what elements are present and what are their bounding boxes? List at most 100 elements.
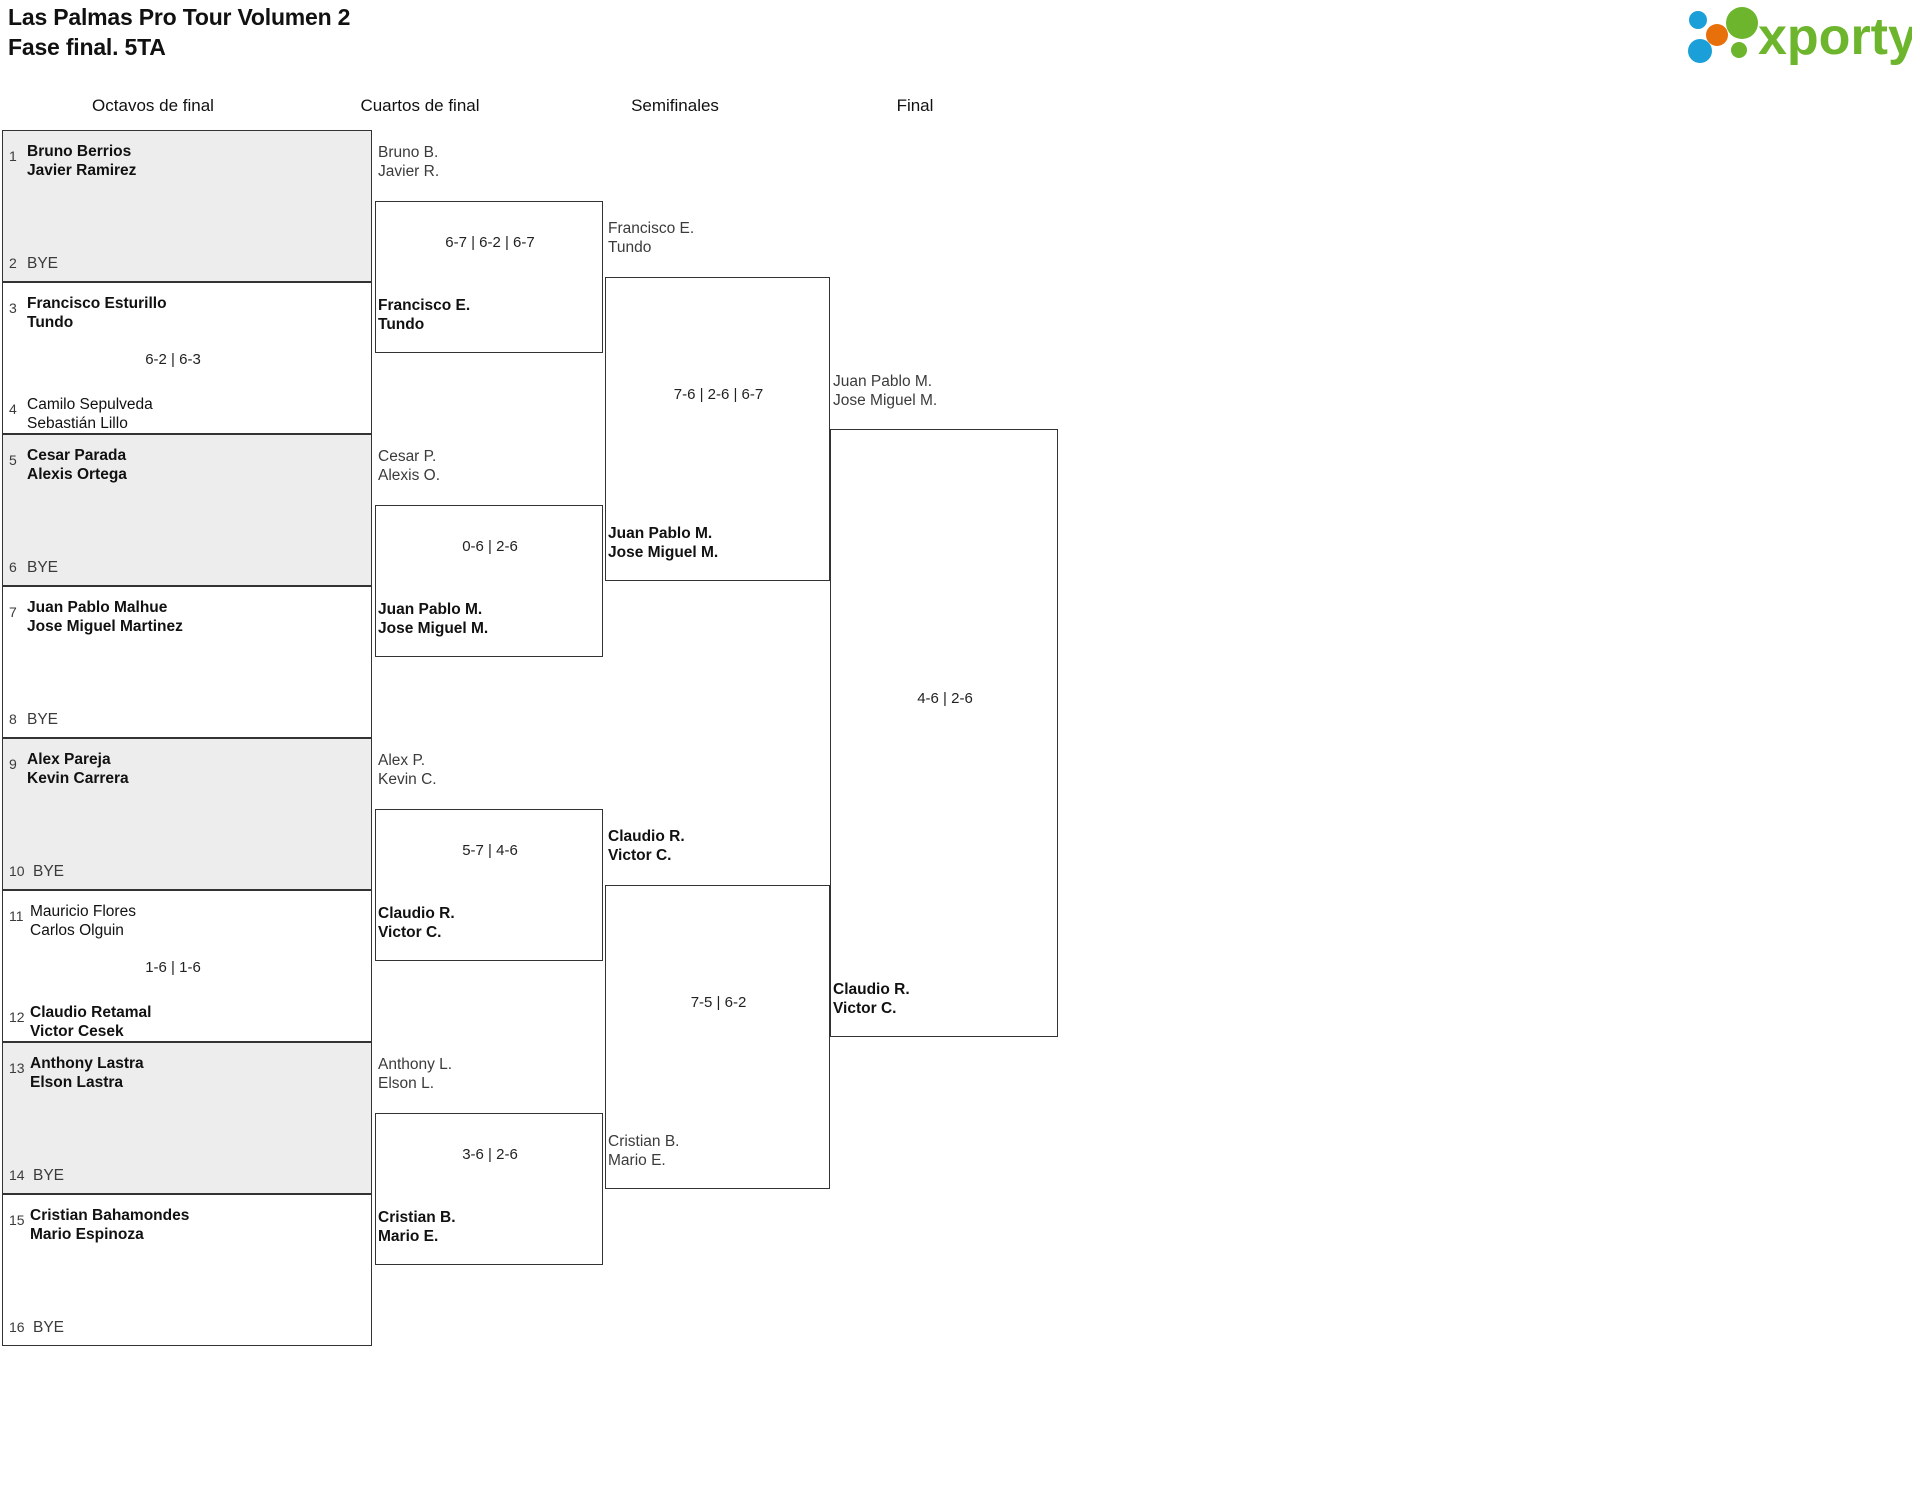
team-line-1: BYE — [33, 1167, 65, 1184]
r1-match-8[interactable]: 15 Cristian Bahamondes Mario Espinoza 16… — [2, 1194, 372, 1346]
team-line-1: Claudio R. — [378, 905, 455, 922]
seed-team: BYE — [27, 710, 58, 729]
seed-team: Cristian Bahamondes Mario Espinoza — [30, 1206, 189, 1244]
team-line-1: Claudio R. — [833, 981, 910, 998]
r2-team-top-1: Bruno B. Javier R. — [378, 143, 439, 181]
seed-team: Cesar Parada Alexis Ortega — [27, 446, 127, 484]
team-line-1: Anthony L. — [378, 1056, 453, 1073]
seed-team: BYE — [33, 862, 64, 881]
team-line-1: Cristian B. — [378, 1209, 456, 1226]
team-line-1: BYE — [27, 255, 59, 272]
r3-match-1[interactable]: 7-6 | 2-6 | 6-7 — [605, 277, 830, 581]
r1-match-1[interactable]: 1 Bruno Berrios Javier Ramirez 2 BYE — [2, 130, 372, 282]
team-line-1: Alex Pareja — [27, 751, 111, 768]
team-line-1: Bruno Berrios — [27, 143, 132, 160]
r4-match-final[interactable]: 4-6 | 2-6 — [830, 429, 1058, 1037]
r1-match-score: 6-2 | 6-3 — [145, 351, 201, 368]
team-line-2: Elson Lastra — [30, 1074, 124, 1091]
team-line-1: Francisco E. — [378, 297, 471, 314]
r2-team-top-2: Cesar P. Alexis O. — [378, 447, 440, 485]
r2-match-score: 6-7 | 6-2 | 6-7 — [445, 234, 535, 251]
team-line-1: Mauricio Flores — [30, 903, 136, 920]
r2-match-1[interactable]: 6-7 | 6-2 | 6-7 — [375, 201, 603, 353]
seed-number: 11 — [9, 908, 24, 924]
r2-match-4[interactable]: 3-6 | 2-6 — [375, 1113, 603, 1265]
team-line-1: BYE — [33, 863, 65, 880]
team-line-2: Victor C. — [378, 924, 442, 941]
logo-dot-orange — [1706, 24, 1728, 46]
team-line-1: Claudio R. — [608, 828, 685, 845]
r2-team-bottom-1: Francisco E. Tundo — [378, 296, 470, 334]
team-line-2: Mario Espinoza — [30, 1226, 144, 1243]
r3-match-score: 7-5 | 6-2 — [690, 994, 747, 1011]
xporty-logo-svg: xporty — [1688, 7, 1917, 66]
r1-match-3[interactable]: 5 Cesar Parada Alexis Ortega 6 BYE — [2, 434, 372, 586]
team-line-1: Bruno B. — [378, 144, 439, 161]
r1-match-4[interactable]: 7 Juan Pablo Malhue Jose Miguel Martinez… — [2, 586, 372, 738]
r4-team-bottom-champion: Claudio R. Victor C. — [833, 980, 910, 1018]
r1-match-2[interactable]: 3 Francisco Esturillo Tundo 6-2 | 6-3 4 … — [2, 282, 372, 434]
logo-wordmark: xporty — [1758, 8, 1912, 66]
r2-team-top-4: Anthony L. Elson L. — [378, 1055, 452, 1093]
team-line-2: Alexis Ortega — [27, 466, 127, 483]
tournament-name: Las Palmas Pro Tour Volumen 2 — [8, 4, 351, 30]
r1-match-7[interactable]: 13 Anthony Lastra Elson Lastra 14 BYE — [2, 1042, 372, 1194]
team-line-1: Camilo Sepulveda — [27, 396, 153, 413]
team-line-1: Juan Pablo M. — [833, 373, 933, 390]
round-header-final: Final — [896, 96, 934, 115]
r2-team-bottom-4: Cristian B. Mario E. — [378, 1208, 456, 1246]
r4-match-score: 4-6 | 2-6 — [917, 690, 973, 707]
team-line-2: Jose Miguel Martinez — [27, 618, 183, 635]
team-line-2: Kevin C. — [378, 771, 437, 788]
team-line-1: BYE — [27, 711, 59, 728]
round-header-semifinales: Semifinales — [631, 96, 719, 115]
seed-team: Claudio Retamal Victor Cesek — [30, 1003, 151, 1041]
seed-number: 5 — [9, 452, 17, 468]
r2-match-3[interactable]: 5-7 | 4-6 — [375, 809, 603, 961]
seed-team: Bruno Berrios Javier Ramirez — [27, 142, 136, 180]
r3-match-score: 7-6 | 2-6 | 6-7 — [673, 386, 764, 403]
team-line-2: Victor Cesek — [30, 1023, 124, 1040]
seed-team: Francisco Esturillo Tundo — [27, 294, 167, 332]
seed-number: 4 — [9, 401, 17, 417]
r1-match-6[interactable]: 11 Mauricio Flores Carlos Olguin 1-6 | 1… — [2, 890, 372, 1042]
team-line-2: Tundo — [608, 239, 652, 256]
seed-team: BYE — [27, 254, 58, 273]
team-line-1: Cesar Parada — [27, 447, 127, 464]
r1-match-5[interactable]: 9 Alex Pareja Kevin Carrera 10 BYE — [2, 738, 372, 890]
team-line-1: Juan Pablo M. — [378, 601, 483, 618]
seed-number: 12 — [9, 1009, 25, 1025]
seed-number: 6 — [9, 559, 17, 575]
r2-match-2[interactable]: 0-6 | 2-6 — [375, 505, 603, 657]
team-line-2: Tundo — [27, 314, 74, 331]
xporty-logo: xporty — [1682, 4, 1917, 66]
seed-number: 2 — [9, 255, 17, 271]
r2-team-bottom-2: Juan Pablo M. Jose Miguel M. — [378, 600, 488, 638]
team-line-2: Elson L. — [378, 1075, 435, 1092]
r2-match-score: 0-6 | 2-6 — [462, 538, 518, 555]
r3-team-bottom-2: Cristian B. Mario E. — [608, 1132, 680, 1170]
page-title: Las Palmas Pro Tour Volumen 2 Fase final… — [8, 2, 350, 62]
team-line-2: Javier Ramirez — [27, 162, 137, 179]
r3-match-2[interactable]: 7-5 | 6-2 — [605, 885, 830, 1189]
r3-team-top-1: Francisco E. Tundo — [608, 219, 694, 257]
seed-team: Alex Pareja Kevin Carrera — [27, 750, 129, 788]
seed-number: 13 — [9, 1060, 25, 1076]
team-line-2: Jose Miguel M. — [378, 620, 489, 637]
team-line-1: Francisco Esturillo — [27, 295, 167, 312]
logo-dot-green-small — [1731, 42, 1747, 58]
seed-team: Anthony Lastra Elson Lastra — [30, 1054, 144, 1092]
team-line-2: Tundo — [378, 316, 425, 333]
team-line-1: Francisco E. — [608, 220, 695, 237]
seed-team: Camilo Sepulveda Sebastián Lillo — [27, 395, 153, 433]
team-line-1: Claudio Retamal — [30, 1004, 152, 1021]
team-line-2: Carlos Olguin — [30, 922, 124, 939]
r1-match-score: 1-6 | 1-6 — [145, 959, 201, 976]
team-line-2: Alexis O. — [378, 467, 441, 484]
team-line-2: Javier R. — [378, 163, 440, 180]
seed-team: BYE — [33, 1166, 64, 1185]
r2-match-score: 3-6 | 2-6 — [462, 1146, 518, 1163]
seed-number: 14 — [9, 1167, 25, 1183]
team-line-2: Sebastián Lillo — [27, 415, 128, 432]
seed-number: 16 — [9, 1319, 25, 1335]
